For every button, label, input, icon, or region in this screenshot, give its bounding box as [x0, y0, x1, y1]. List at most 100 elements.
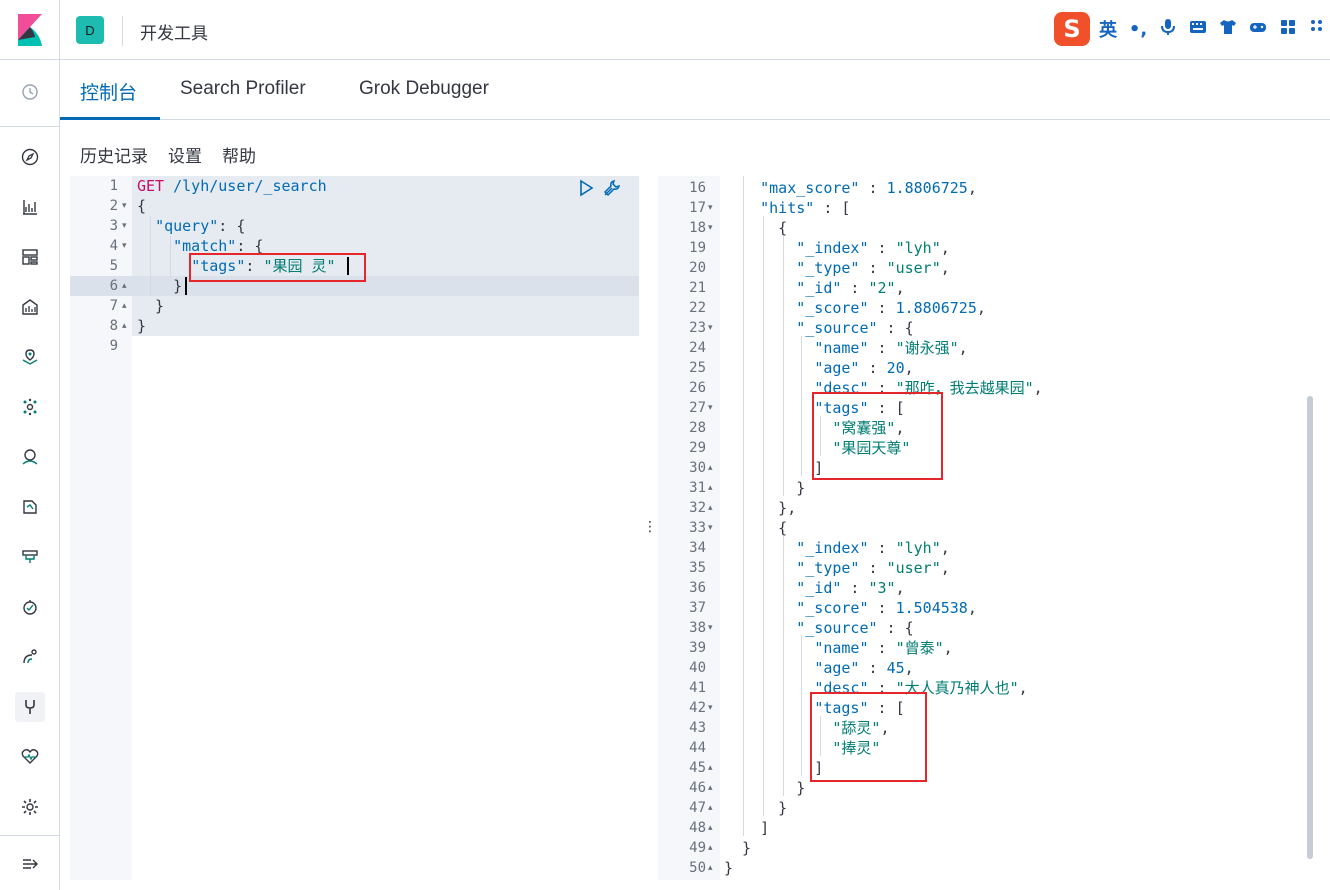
line-number: 5 — [109, 258, 118, 274]
request-actions — [576, 178, 622, 202]
code-token: { — [724, 219, 788, 237]
code-token — [724, 339, 814, 357]
indent-guide — [820, 716, 821, 756]
code-token: 45 — [886, 659, 905, 677]
indent-guide — [820, 416, 821, 456]
fold-toggle-icon[interactable]: ▴ — [708, 463, 713, 473]
code-token — [724, 239, 796, 257]
code-line: "_index" : "lyh", — [724, 238, 950, 258]
top-header: D 开发工具 S 英 •, — [60, 0, 1330, 60]
code-token: : { — [218, 217, 246, 235]
nav-siem[interactable] — [15, 642, 45, 672]
code-line: "query": { — [137, 216, 245, 236]
skin-icon[interactable] — [1216, 17, 1240, 42]
fold-toggle-icon[interactable]: ▴ — [122, 321, 127, 331]
code-token — [137, 237, 173, 255]
history-link[interactable]: 历史记录 — [80, 147, 148, 167]
ime-menu-grid-icon[interactable] — [1306, 17, 1330, 42]
fold-toggle-icon[interactable]: ▾ — [708, 203, 713, 213]
fold-toggle-icon[interactable]: ▾ — [122, 241, 127, 251]
nav-collapse[interactable] — [15, 849, 45, 879]
code-token: "_type" — [796, 559, 860, 577]
sogou-logo-icon[interactable]: S — [1054, 12, 1090, 46]
code-line: ] — [724, 458, 823, 478]
line-number: 37 — [689, 600, 706, 616]
fold-toggle-icon[interactable]: ▾ — [708, 403, 713, 413]
nav-logs[interactable] — [15, 492, 45, 522]
nav-apm[interactable] — [15, 542, 45, 572]
keyboard-icon[interactable] — [1186, 17, 1210, 42]
nav-recent[interactable] — [15, 77, 45, 107]
fold-toggle-icon[interactable]: ▾ — [708, 223, 713, 233]
code-token: { — [724, 519, 788, 537]
panel-resizer[interactable]: ⋮ — [643, 519, 657, 535]
microphone-icon[interactable] — [1156, 17, 1180, 42]
nav-monitoring[interactable] — [15, 742, 45, 772]
tab-grok-debugger[interactable]: Grok Debugger — [359, 78, 489, 99]
code-line: "_score" : 1.504538, — [724, 598, 977, 618]
wrench-icon[interactable] — [602, 178, 622, 202]
line-number: 23 — [689, 320, 706, 336]
fold-toggle-icon[interactable]: ▾ — [122, 201, 127, 211]
nav-management[interactable] — [15, 792, 45, 822]
code-token: : — [868, 679, 896, 697]
nav-metrics[interactable] — [15, 442, 45, 472]
nav-maps[interactable] — [15, 342, 45, 372]
code-line: } — [724, 798, 787, 818]
code-token: "tags" — [191, 257, 246, 275]
fold-toggle-icon[interactable]: ▴ — [122, 301, 127, 311]
fold-toggle-icon[interactable]: ▾ — [122, 221, 127, 231]
code-token: , — [943, 639, 953, 657]
fold-toggle-icon[interactable]: ▴ — [708, 763, 713, 773]
logs-icon — [23, 500, 37, 514]
code-line: { — [724, 218, 787, 238]
fold-toggle-icon[interactable]: ▴ — [122, 281, 127, 291]
line-number: 3 — [109, 218, 118, 234]
nav-dashboard[interactable] — [15, 242, 45, 272]
nav-visualize[interactable] — [15, 192, 45, 222]
kibana-logo[interactable] — [0, 0, 60, 60]
code-token — [724, 539, 796, 557]
tab-search-profiler[interactable]: Search Profiler — [180, 78, 306, 99]
nav-ml[interactable] — [15, 392, 45, 422]
fold-toggle-icon[interactable]: ▴ — [708, 863, 713, 873]
nav-separator — [0, 126, 60, 127]
play-icon[interactable] — [576, 178, 596, 202]
nav-canvas[interactable] — [15, 292, 45, 322]
fold-toggle-icon[interactable]: ▾ — [708, 703, 713, 713]
code-line: "age" : 45, — [724, 658, 914, 678]
space-avatar[interactable]: D — [76, 16, 104, 44]
fold-toggle-icon[interactable]: ▴ — [708, 823, 713, 833]
fold-toggle-icon[interactable]: ▴ — [708, 783, 713, 793]
gamepad-icon[interactable] — [1246, 17, 1270, 42]
fold-toggle-icon[interactable]: ▴ — [708, 843, 713, 853]
nav-dev-tools[interactable] — [15, 692, 45, 722]
line-number: 19 — [689, 240, 706, 256]
settings-link[interactable]: 设置 — [168, 147, 202, 167]
fold-toggle-icon[interactable]: ▴ — [708, 503, 713, 513]
nav-separator — [0, 835, 60, 836]
apps-grid-icon[interactable] — [1276, 17, 1300, 42]
response-viewer[interactable]: 16 "max_score" : 1.8806725,17▾ "hits" : … — [658, 176, 1320, 880]
code-line: "_id" : "3", — [724, 578, 904, 598]
fold-toggle-icon[interactable]: ▾ — [708, 523, 713, 533]
code-line: "窝囊强", — [724, 418, 904, 438]
code-token: , — [904, 659, 914, 677]
tab-console[interactable]: 控制台 — [80, 83, 138, 104]
line-number: 1 — [109, 178, 118, 194]
nav-discover[interactable] — [15, 142, 45, 172]
code-token: : — [868, 599, 896, 617]
fold-toggle-icon[interactable]: ▴ — [708, 803, 713, 813]
text-cursor — [185, 277, 187, 295]
nav-uptime[interactable] — [15, 592, 45, 622]
response-scrollbar[interactable] — [1307, 396, 1313, 859]
fold-toggle-icon[interactable]: ▾ — [708, 623, 713, 633]
help-link[interactable]: 帮助 — [222, 147, 256, 167]
fold-toggle-icon[interactable]: ▾ — [708, 323, 713, 333]
fold-toggle-icon[interactable]: ▴ — [708, 483, 713, 493]
ime-punct-toggle[interactable]: •, — [1128, 18, 1148, 40]
ime-language-toggle[interactable]: 英 — [1099, 20, 1117, 41]
metrics-icon — [22, 449, 38, 465]
code-token: : — [859, 259, 887, 277]
code-token: "_score" — [796, 299, 869, 317]
